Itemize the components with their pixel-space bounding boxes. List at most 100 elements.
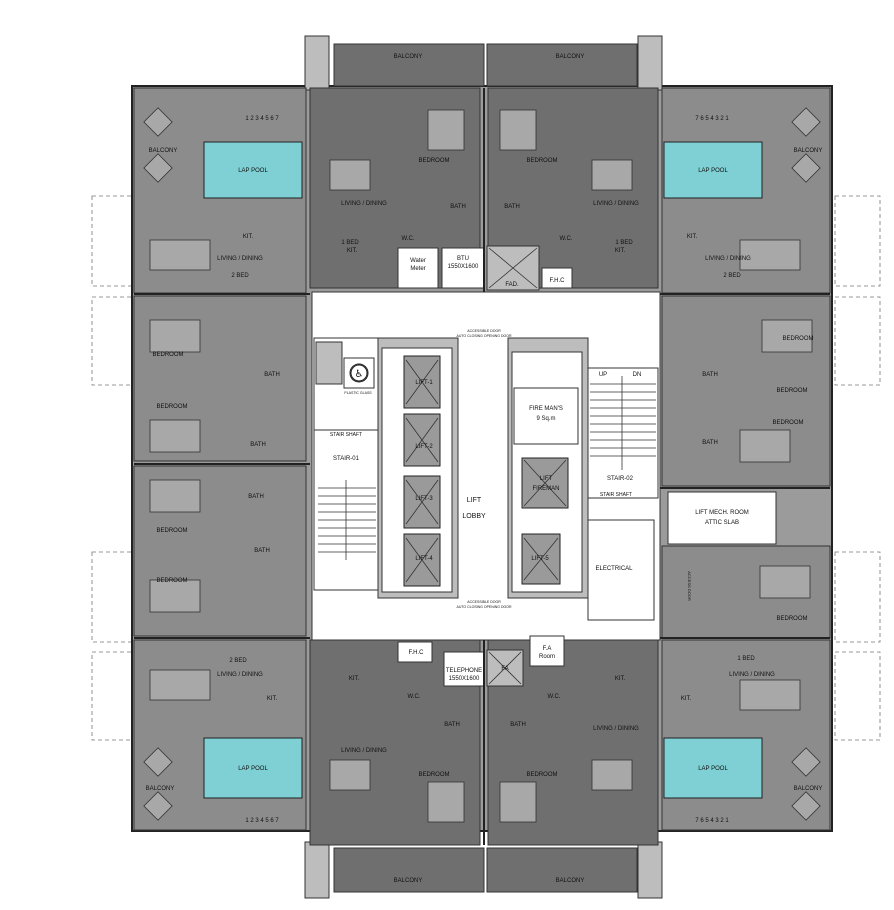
- label-fhc-bottom: F.H.C: [409, 650, 425, 656]
- label-kit-5: KIT.: [267, 696, 278, 702]
- label-lap-pool-tl: LAP POOL: [238, 168, 268, 174]
- inner-walls: [134, 88, 830, 845]
- label-steps-tr: 7 6 5 4 3 2 1: [695, 116, 729, 122]
- label-bedroom-bottom-2: BEDROOM: [526, 772, 557, 778]
- label-btu-1: BTU: [457, 256, 469, 262]
- wheelchair-icon: ♿: [350, 364, 368, 382]
- label-dn: DN: [633, 372, 642, 378]
- label-wc-1: W.C.: [402, 236, 415, 242]
- label-living-left-2: LIVING / DINING: [217, 672, 263, 678]
- label-fhc-top: F.H.C: [550, 278, 566, 284]
- label-access-door: ACCESS DOOR: [687, 571, 692, 601]
- fireman-lobby: [513, 387, 579, 445]
- label-lift-fireman-1: LIFT: [540, 476, 553, 482]
- label-kit-8: KIT.: [615, 676, 626, 682]
- label-water-meter-1: Water: [410, 258, 426, 264]
- telephone-room: [443, 651, 485, 687]
- lap-pool-bottom-right: [663, 737, 763, 799]
- label-lap-pool-tr: LAP POOL: [698, 168, 728, 174]
- bottom-balconies: [304, 841, 663, 899]
- water-meter-room: [397, 247, 439, 289]
- label-bath-8: BATH: [702, 440, 718, 446]
- label-bath-1: BATH: [450, 204, 466, 210]
- label-bath-6: BATH: [254, 548, 270, 554]
- label-telephone-1: TELEPHONE: [446, 668, 482, 674]
- label-living-bottom-2: LIVING / DINING: [593, 726, 639, 732]
- label-living-bottom-1: LIVING / DINING: [341, 748, 387, 754]
- label-lift-mech-2: ATTIC SLAB: [705, 520, 739, 526]
- label-kit-3: KIT.: [243, 234, 254, 240]
- label-electrical: ELECTRICAL: [595, 566, 633, 572]
- label-lift-5: LIFT-5: [531, 556, 549, 562]
- label-fad-top: FAD.: [505, 282, 519, 288]
- label-kit-4: KIT.: [687, 234, 698, 240]
- label-2bed-1: 2 BED: [231, 273, 249, 279]
- label-bedroom-left-3: BEDROOM: [156, 528, 187, 534]
- label-kit-1: KIT.: [347, 248, 358, 254]
- label-accessible-door-bottom-1: ACCESSIBLE DOOR: [467, 600, 501, 604]
- label-2bed-2: 2 BED: [723, 273, 741, 279]
- label-kit-7: KIT.: [349, 676, 360, 682]
- svg-text:♿: ♿: [355, 369, 364, 380]
- label-steps-bl: 1 2 3 4 5 6 7: [245, 818, 279, 824]
- label-balcony-left-top: BALCONY: [149, 148, 178, 154]
- label-bedroom-right-3: BEDROOM: [772, 420, 803, 426]
- label-stair-02: STAIR-02: [607, 476, 634, 482]
- label-bedroom-left-2: BEDROOM: [156, 404, 187, 410]
- label-accessible-door-bottom-2: AUTO CLOSING OPENING DOOR: [457, 605, 512, 609]
- label-steps-tl: 1 2 3 4 5 6 7: [245, 116, 279, 122]
- label-stair-01: STAIR-01: [333, 456, 360, 462]
- label-bedroom-top-1: BEDROOM: [418, 158, 449, 164]
- label-lift-fireman-2: FIREMAN: [533, 486, 560, 492]
- label-bath-7: BATH: [702, 372, 718, 378]
- label-2bed-3: 2 BED: [229, 658, 247, 664]
- label-kit-2: KIT.: [615, 248, 626, 254]
- label-balcony-bottom-2: BALCONY: [556, 878, 585, 884]
- label-balcony-top-2: BALCONY: [556, 54, 585, 60]
- fhc-top: [541, 267, 573, 289]
- label-bedroom-right-1: BEDROOM: [782, 336, 813, 342]
- label-stair-shaft-1: STAIR SHAFT: [330, 432, 362, 438]
- label-living-right-1: LIVING / DINING: [705, 256, 751, 262]
- lap-pool-bottom-left: [203, 737, 303, 799]
- label-bath-4: BATH: [250, 442, 266, 448]
- label-accessible-door-top-1: ACCESSIBLE DOOR: [467, 329, 501, 333]
- label-bath-2: BATH: [504, 204, 520, 210]
- top-balconies: [304, 35, 663, 91]
- lift-mech-room: [667, 491, 777, 545]
- lift-cars: [403, 355, 569, 587]
- label-lift-1: LIFT-1: [415, 380, 433, 386]
- label-balcony-top-1: BALCONY: [394, 54, 423, 60]
- label-living-top-1: LIVING / DINING: [341, 201, 387, 207]
- label-balcony-bottom-1: BALCONY: [394, 878, 423, 884]
- label-1bed-1: 1 BED: [341, 240, 359, 246]
- label-lift-lobby-2: LOBBY: [462, 513, 486, 520]
- label-bedroom-bottom-1: BEDROOM: [418, 772, 449, 778]
- label-1bed-2: 1 BED: [615, 240, 633, 246]
- label-living-left-1: LIVING / DINING: [217, 256, 263, 262]
- label-plastic-glass: PLASTIC GLASS: [344, 391, 372, 395]
- label-kit-6: KIT.: [681, 696, 692, 702]
- label-fa-room-1: F.A: [543, 646, 552, 652]
- dashed-projections: [91, 195, 881, 741]
- label-bath-9: BATH: [444, 722, 460, 728]
- label-living-top-2: LIVING / DINING: [593, 201, 639, 207]
- lap-pool-top-left: [203, 141, 303, 199]
- label-bedroom-right-2: BEDROOM: [776, 388, 807, 394]
- label-fireman-1: FIRE MAN'S: [529, 406, 563, 412]
- label-lift-lobby-1: LIFT: [467, 497, 482, 504]
- label-lift-4: LIFT-4: [415, 556, 433, 562]
- label-fa: FA: [501, 666, 508, 672]
- label-fireman-2: 9 Sq.m: [536, 416, 555, 422]
- label-lap-pool-bl: LAP POOL: [238, 766, 268, 772]
- label-1bed-3: 1 BED: [737, 656, 755, 662]
- label-lift-2: LIFT-2: [415, 444, 433, 450]
- label-wc-3: W.C.: [408, 694, 421, 700]
- label-balcony-right-top: BALCONY: [794, 148, 823, 154]
- label-balcony-left-bottom: BALCONY: [146, 786, 175, 792]
- btu-room: [441, 247, 485, 289]
- label-stair-shaft-2: STAIR SHAFT: [600, 492, 632, 498]
- label-wc-2: W.C.: [560, 236, 573, 242]
- fa-room: [529, 635, 565, 667]
